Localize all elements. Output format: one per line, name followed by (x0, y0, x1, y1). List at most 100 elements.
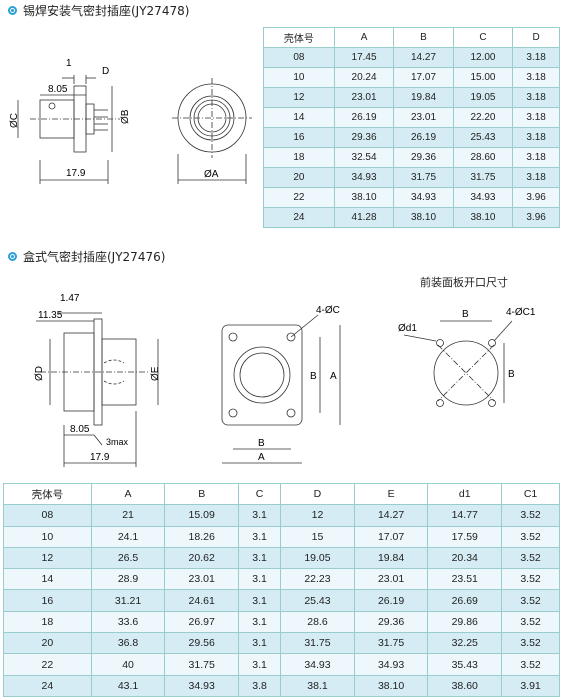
table2-cell: 26.5 (90, 546, 166, 570)
table2-cell: 23.51 (427, 568, 503, 591)
table2-cell: 28.9 (90, 568, 166, 591)
drawing1-dim-A: ØA (204, 169, 219, 180)
table2-cell: 33.6 (90, 610, 166, 634)
table1-cell: 31.75 (393, 167, 454, 188)
table2-cell: 3.52 (501, 525, 560, 548)
table2-cell: 3.52 (501, 504, 560, 527)
drawing2-dim-E: ØE (150, 366, 161, 381)
table2-cell: 25.43 (280, 589, 355, 612)
table1-cell: 23.01 (333, 87, 395, 108)
table2-cell: 40 (90, 653, 166, 676)
table2-cell: 29.36 (353, 610, 429, 634)
table2-cell: 38.60 (427, 674, 503, 697)
table2-cell: 23.01 (164, 568, 240, 591)
table2-cell: 32.25 (427, 632, 503, 655)
table1-cell: 14 (263, 107, 335, 128)
table2-cell: 28.6 (280, 610, 355, 634)
drawing2-dim-4C1: 4-ØC1 (506, 307, 536, 318)
table1-cell: 25.43 (452, 127, 514, 148)
table1-cell: 17.07 (393, 67, 454, 88)
table2-cell: 15 (280, 525, 355, 548)
table2-cell: 38.10 (353, 674, 429, 697)
table2-cell: 26.19 (353, 589, 429, 612)
table1-cell: 15.00 (452, 67, 514, 88)
table2-cell: 20 (3, 632, 92, 655)
table2-cell: 24.61 (164, 589, 240, 612)
table1-header-row: 壳体号 A B C D (263, 27, 560, 48)
table1-cell: 34.93 (393, 187, 454, 208)
table2-cell: 43.1 (90, 674, 166, 697)
table2-cell: 17.07 (353, 525, 429, 548)
table2-cell: 12 (3, 546, 92, 570)
table2-cell: 21 (90, 504, 166, 527)
table1-header: D (512, 27, 560, 48)
table1-cell: 17.45 (333, 47, 395, 68)
table1-cell: 23.01 (393, 107, 454, 128)
table2-cell: 17.59 (427, 525, 503, 548)
table2-cell: 38.1 (280, 674, 355, 697)
table2-cell: 10 (3, 525, 92, 548)
drawing1-dim-179: 17.9 (66, 168, 86, 179)
table2-cell: 15.09 (164, 504, 240, 527)
table2-cell: 19.84 (353, 546, 429, 570)
table2-cell: 3.8 (238, 674, 282, 697)
table1-cell: 24 (263, 207, 335, 228)
drawing2-dim-B: B (258, 438, 265, 449)
table1-cell: 14.27 (393, 47, 454, 68)
table1-cell: 32.54 (333, 147, 395, 168)
table2-cell: 12 (280, 504, 355, 527)
table1-header: B (393, 27, 454, 48)
table1-cell: 10 (263, 67, 335, 88)
table1-cell: 3.96 (512, 187, 560, 208)
drawing2-dim-179: 17.9 (90, 452, 110, 463)
drawing2-dim-A: A (258, 452, 265, 463)
table2-header: A (90, 482, 166, 506)
table1-cell: 16 (263, 127, 335, 148)
table1-cell: 20.24 (333, 67, 395, 88)
table2-cell: 31.75 (280, 632, 355, 655)
table2-cell: 29.86 (427, 610, 503, 634)
table1-cell: 34.93 (452, 187, 514, 208)
table2-cell: 3.1 (238, 610, 282, 634)
drawing2-dim-3max: 3max (106, 437, 129, 447)
bullet-icon (8, 6, 17, 15)
drawing1-svg: 1 D 8.05 ØC ØB 17.9 ØA (9, 58, 252, 184)
drawing2-svg: 1.47 11.35 ØD ØE 8.05 3max 17.9 4-ØC B A… (34, 293, 536, 467)
drawing1-dim-C: ØC (9, 113, 20, 128)
table2-header: d1 (427, 482, 503, 506)
table1-cell: 38.10 (452, 207, 514, 228)
drawing2-dim-D: ØD (34, 366, 45, 381)
table2-cell: 14 (3, 568, 92, 591)
drawing1-dim-B: ØB (120, 109, 131, 124)
table1-cell: 19.84 (393, 87, 454, 108)
table1-cell: 3.18 (512, 67, 560, 88)
table2-cell: 20.34 (427, 546, 503, 570)
table2-cell: 23.01 (353, 568, 429, 591)
table2-cell: 19.05 (280, 546, 355, 570)
table2-cell: 3.52 (501, 653, 560, 676)
table1-header: A (333, 27, 395, 48)
table2-cell: 3.1 (238, 504, 282, 527)
table1-cell: 12.00 (452, 47, 514, 68)
table1-cell: 3.18 (512, 147, 560, 168)
table2-cell: 31.21 (90, 589, 166, 612)
table2-cell: 31.75 (164, 653, 240, 676)
table1-cell: 3.96 (512, 207, 560, 228)
table1-cell: 26.19 (333, 107, 395, 128)
table2-header: C1 (501, 482, 560, 506)
drawing2-cutout-view (403, 320, 513, 407)
drawing2-front-view (221, 314, 341, 464)
table1-cell: 26.19 (393, 127, 454, 148)
table2-cell: 3.1 (238, 525, 282, 548)
table2-header: D (280, 482, 355, 506)
drawing1-dim-1: 1 (66, 58, 72, 69)
table1-cell: 34.93 (333, 167, 395, 188)
